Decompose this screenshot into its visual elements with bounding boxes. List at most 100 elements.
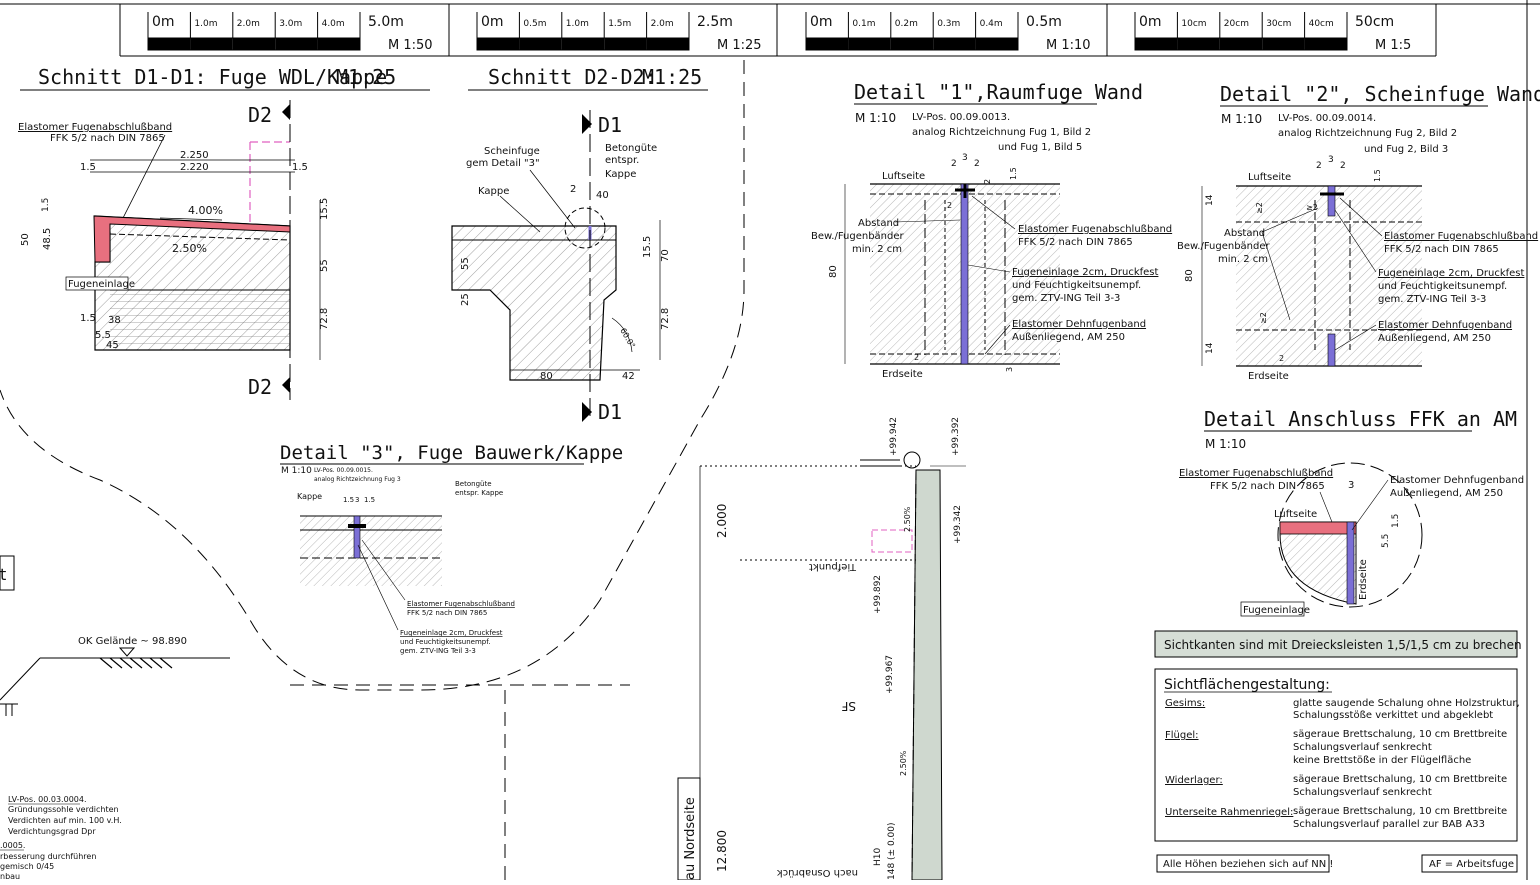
design-label-1: Flügel: (1165, 730, 1199, 741)
d2-dim-80: 80 (540, 371, 553, 382)
scale-tick-label: 0.5m (523, 19, 546, 29)
ffk-r2: Außenliegend, AM 250 (1390, 488, 1503, 499)
d1-mark-bottom: D2 (248, 375, 272, 399)
section-d1-title: Schnitt D1-D1: Fuge WDL/Kappe (38, 65, 387, 89)
left-note-4: .0005. (0, 841, 25, 850)
design-label-2: Widerlager: (1165, 775, 1223, 786)
d2-dim-728: 72.8 (660, 308, 671, 330)
d1-dim-15c: 1.5 (41, 198, 51, 212)
detail2-c4: und Feuchtigkeitsunempf. (1378, 281, 1507, 292)
detail3-c4: und Feuchtigkeitsunempf. (400, 638, 490, 646)
d2-betonguete: Betongüte (605, 143, 657, 154)
d2-dim-42: 42 (622, 371, 635, 382)
detail3-title: Detail "3", Fuge Bauwerk/Kappe (280, 442, 623, 464)
d2-kappe: Kappe (478, 186, 509, 197)
left-note-0: LV-Pos. 00.03.0004. (8, 795, 87, 804)
scale-tick-label: 0m (152, 14, 175, 30)
wall-sf: SF (841, 699, 856, 713)
ffk-r1: Elastomer Dehnfugenband (1390, 475, 1524, 486)
left-note-6: gemisch 0/45 (0, 862, 54, 871)
d1-fugenband-label: Elastomer Fugenabschlußband (18, 122, 172, 133)
detail-2: Detail "2", Scheinfuge Wand M 1:10 LV-Po… (1177, 82, 1540, 382)
d1-dim-728: 72.8 (319, 308, 330, 330)
scale-bar-segment (232, 44, 276, 50)
scale-bar-segment (190, 38, 233, 44)
wall-tiefpunkt: Tiefpunkt (809, 561, 857, 572)
wall-h10: H10 (873, 848, 883, 866)
wall-lvl-2: +99.392 (951, 417, 961, 456)
detail2-c7: Außenliegend, AM 250 (1378, 333, 1491, 344)
detail3-ref: analog Richtzeichnung Fug 3 (314, 476, 401, 483)
scale-ratio-label: M 1:5 (1375, 38, 1411, 53)
d1-dim-55b: 5.5 (95, 330, 111, 341)
detail-1: Detail "1",Raumfuge Wand M 1:10 LV-Pos. … (811, 80, 1172, 380)
wall-north: au Nordseite (683, 797, 698, 880)
detail3-beton2: entspr. Kappe (455, 489, 503, 497)
scale-bar-segment (519, 44, 562, 50)
scale-bar-segment (604, 38, 647, 44)
section-d2-title: Schnitt D2-D2: (488, 65, 657, 89)
d1-dim-2220: 2.220 (180, 162, 209, 173)
d2-gem-detail: gem Detail "3" (466, 158, 540, 169)
left-note-1: Gründungssohle verdichten (8, 805, 119, 814)
left-note-2: Verdichten auf min. 100 v.H. (8, 816, 122, 825)
detail2-dim-g: ≥2 (1259, 312, 1268, 324)
ffk-l2: FFK 5/2 nach DIN 7865 (1210, 481, 1325, 492)
detail1-c5: gem. ZTV-ING Teil 3-3 (1012, 293, 1120, 304)
scale-tick-label: 1.5m (608, 19, 631, 29)
d1-dim-2250: 2.250 (180, 150, 209, 161)
scale-bar-segment (890, 38, 934, 44)
detail1-ref2: und Fug 1, Bild 5 (998, 142, 1082, 153)
detail1-scale: M 1:10 (855, 111, 896, 125)
scale-tick-label: 40cm (1309, 19, 1334, 29)
wall-lvl-4: +99.892 (873, 575, 883, 614)
section-d2: Schnitt D2-D2: M1:25 D1 D1 Scheinfuge ge… (451, 65, 708, 424)
detail1-c6: Elastomer Dehnfugenband (1012, 319, 1146, 330)
detail3-beton1: Betongüte (455, 480, 492, 488)
detail1-abstand1: Abstand (858, 218, 899, 229)
scale-bar-segment (1262, 38, 1305, 44)
detail1-c7: Außenliegend, AM 250 (1012, 332, 1125, 343)
d2-dim-55: 55 (460, 257, 471, 270)
scale-tick-label: 2.0m (237, 19, 260, 29)
design-line-1-2: keine Brettstöße in der Flügelfläche (1293, 755, 1471, 766)
detail2-luft: Luftseite (1248, 172, 1291, 183)
wall-section: +99.942 +99.392 +99.342 +99.892 +99.967 … (677, 417, 966, 881)
left-notes: LV-Pos. 00.03.0004. Gründungssohle verdi… (0, 795, 122, 881)
detail1-dim-e: 1.5 (1009, 167, 1018, 180)
scale-tick-label: 3.0m (279, 19, 302, 29)
d1-dim-15a: 1.5 (80, 162, 96, 173)
detail-3: Detail "3", Fuge Bauwerk/Kappe M 1:10 LV… (280, 442, 623, 655)
af-note: AF = Arbeitsfuge (1429, 859, 1514, 870)
detail2-c6: Elastomer Dehnfugenband (1378, 320, 1512, 331)
detail1-abstand2: Bew./Fugenbänder (811, 231, 905, 242)
scale-end-label: 2.5m (697, 14, 733, 30)
detail3-pos: LV-Pos. 00.09.0015. (314, 467, 373, 474)
scale-tick-label: 0m (810, 14, 833, 30)
detail3-scale: M 1:10 (281, 466, 312, 476)
wall-lvl-5: +99.967 (885, 655, 895, 694)
ffk-l1: Elastomer Fugenabschlußband (1179, 468, 1333, 479)
d2-dim-155: 15.5 (642, 236, 653, 258)
design-line-0-1: Schalungsstöße verkittet und abgeklebt (1293, 710, 1493, 721)
scale-bar-segment (848, 38, 891, 44)
scale-bar-segment (1177, 38, 1220, 44)
scale-bar-segment (975, 44, 1018, 50)
detail3-c1: Elastomer Fugenabschlußband (407, 600, 515, 608)
scale-bar-segment (1177, 44, 1220, 50)
design-label-0: Gesims: (1165, 698, 1205, 709)
d1-slope-mid: 2.50% (172, 242, 207, 255)
wall-lvl-1: +99.942 (889, 417, 899, 456)
scale-ratio-label: M 1:10 (1046, 38, 1091, 53)
left-cut-letter: t (0, 565, 6, 584)
scale-bar-segment (646, 44, 689, 50)
detail3-kappe: Kappe (297, 492, 322, 501)
scale-tick-label: 0.4m (980, 19, 1003, 29)
scale-bar-segment (317, 44, 360, 50)
detail3-dim-b: 3 (355, 496, 359, 504)
scale-bar-segment (232, 38, 276, 44)
d2-mark-top: D1 (598, 113, 622, 137)
section-d2-scale: M1:25 (642, 65, 702, 89)
